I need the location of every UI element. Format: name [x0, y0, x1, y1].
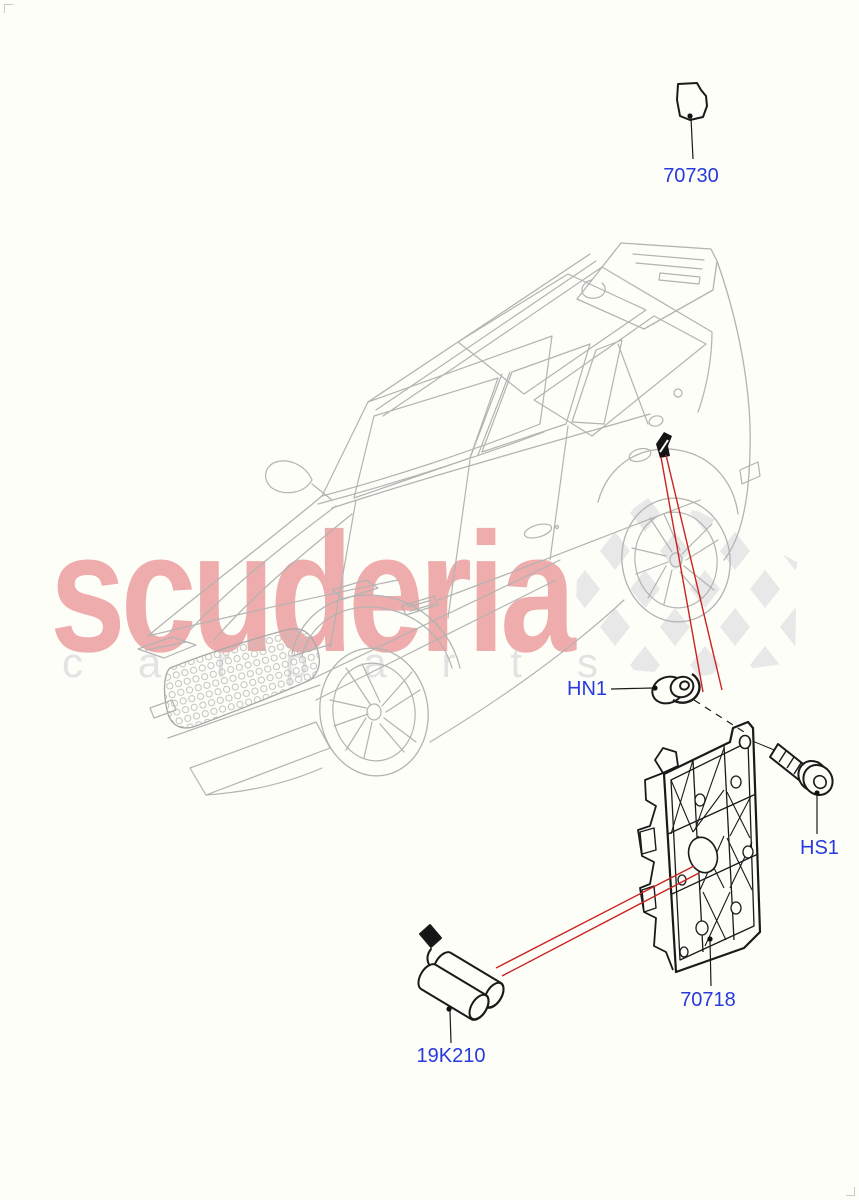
- part-label-70730[interactable]: 70730: [663, 165, 719, 187]
- part-label-hn1[interactable]: HN1: [567, 678, 608, 700]
- part-screw-hs1-drawing[interactable]: [749, 739, 839, 801]
- leader-lines: [449, 117, 818, 1044]
- vehicle-illustration: [137, 242, 761, 796]
- tagline-letter: s: [576, 639, 598, 686]
- tagline-letter: t: [510, 639, 523, 686]
- red-callout-lines: [495, 454, 723, 977]
- leader-dots: [446, 113, 820, 1012]
- checkered-flag-watermark: [575, 498, 797, 676]
- module-location-marker: [656, 432, 672, 458]
- part-antenna-19k210-drawing[interactable]: [417, 924, 507, 1022]
- corner-mark-bottom-right: [846, 1187, 855, 1196]
- part-label-19k210[interactable]: 19K210: [416, 1045, 486, 1067]
- part-panel-70730-drawing[interactable]: [676, 82, 708, 121]
- part-nut-hn1-drawing[interactable]: [649, 672, 701, 707]
- part-label-70718[interactable]: 70718: [680, 989, 736, 1011]
- part-module-70718-drawing[interactable]: [637, 720, 762, 974]
- tagline-letter: a: [137, 639, 162, 686]
- part-label-hs1[interactable]: HS1: [800, 837, 839, 859]
- tagline-letter: c: [62, 639, 83, 686]
- corner-mark-top-left: [4, 4, 13, 13]
